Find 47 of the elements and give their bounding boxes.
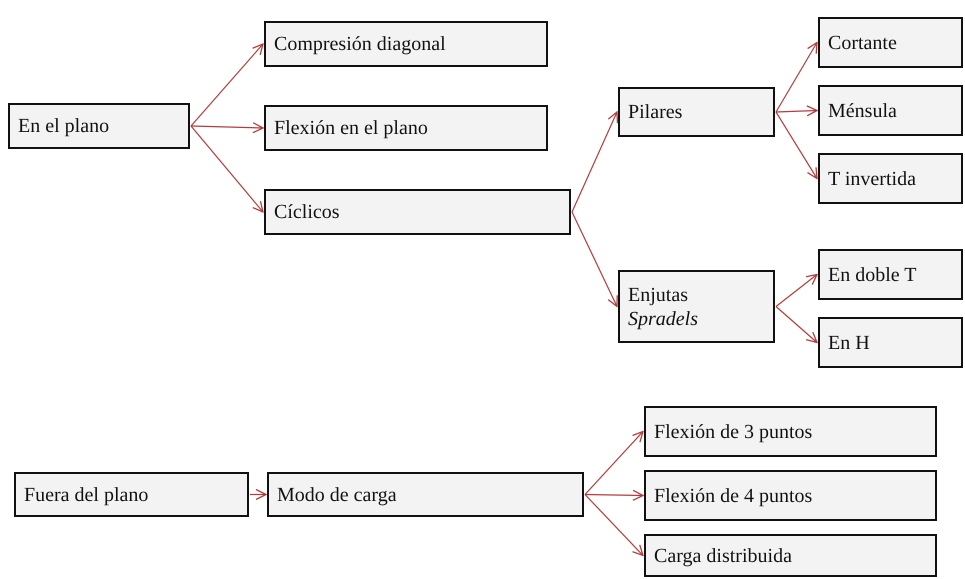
arrow [190,122,264,134]
box-label: Cortante [828,30,898,54]
arrow [571,111,618,212]
arrow [775,112,818,180]
box-label: Compresión diagonal [274,32,447,56]
process-box [644,406,937,457]
process-box [818,17,963,68]
process-box [267,472,584,517]
box-label: Modo de carga [277,482,398,506]
process-box [264,189,571,235]
box-label: Fuera del plano [24,482,150,506]
arrow [584,430,644,495]
arrow [584,494,644,556]
box-label: Flexión de 4 puntos [654,484,814,508]
box-label: Enjutas [628,282,689,306]
box-label: Cíclicos [274,200,341,224]
box-label: Flexión de 3 puntos [654,420,814,444]
box-label: Ménsula [828,98,898,122]
box-label: Pilares [628,100,684,124]
box-label: En H [828,330,871,354]
box-label: T invertida [828,166,917,190]
process-box [818,85,963,136]
arrow [776,105,818,116]
arrow [571,212,618,308]
box-label: En doble T [828,262,918,286]
arrow [775,42,818,112]
box-label: En el plano [18,114,110,138]
process-box [644,534,937,577]
process-box [818,153,963,204]
arrow [776,274,818,307]
process-box [8,103,190,149]
process-box [264,21,548,67]
box-subtitle: Spradels [628,306,699,330]
process-box [644,470,937,521]
process-box [818,249,963,300]
process-box [264,105,548,151]
box-label: Carga distribuida [654,544,793,568]
process-box [618,87,775,137]
arrow [250,488,267,500]
process-box [618,270,775,343]
arrow [776,306,818,344]
arrow [584,490,644,501]
process-box [14,472,249,517]
arrow [190,43,264,126]
arrow [190,126,264,213]
process-box [818,317,963,368]
box-label: Flexión en el plano [274,116,429,140]
